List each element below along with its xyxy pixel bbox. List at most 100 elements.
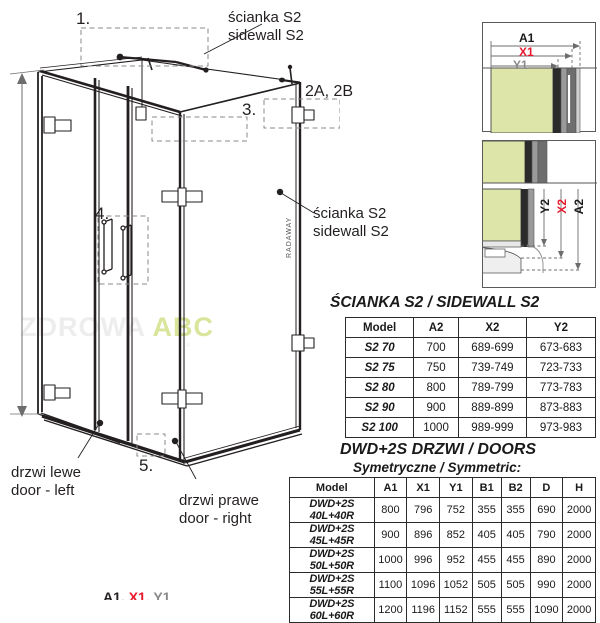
- detail-top-dim-a1: A1: [519, 31, 535, 45]
- cell-b1: 355: [471, 497, 502, 523]
- table-row: S2 90 900 889-899 873-883: [344, 397, 597, 418]
- cell-b2: 355: [500, 497, 531, 523]
- cell-a1: 1100: [373, 572, 408, 598]
- cell-model: DWD+2S 45L+45R: [289, 522, 375, 548]
- cell-model: DWD+2S 50L+50R: [289, 547, 375, 573]
- cell-b1: 555: [471, 597, 502, 623]
- table-header-row: Model A2 X2 Y2: [344, 317, 597, 338]
- specification-sheet: ZDROWA ABC s: [9, 9, 597, 623]
- th-x2: X2: [457, 317, 527, 338]
- cell-b2: 455: [500, 547, 531, 573]
- cell-model: S2 90: [344, 397, 415, 418]
- cell-y2: 973-983: [525, 417, 597, 438]
- table-header-row: Model A1 X1 Y1 B1 B2 D H: [289, 477, 596, 498]
- label-door-right-pl: drzwi prawe: [179, 492, 260, 509]
- cell-model: S2 75: [344, 357, 415, 378]
- cell-x1: 996: [406, 547, 440, 573]
- cell-x2: 689-699: [457, 337, 527, 358]
- label-sidewall-right-en: sidewall S2: [313, 223, 389, 240]
- cell-x2: 739-749: [457, 357, 527, 378]
- cell-d: 790: [529, 522, 564, 548]
- doors-spec-table: Model A1 X1 Y1 B1 B2 D H DWD+2S 40L+40R …: [289, 477, 596, 623]
- cell-x1: 1196: [406, 597, 440, 623]
- detail-view-bottom-y2x2a2: Y2 X2 A2: [472, 140, 597, 288]
- callout-5: 5.: [139, 456, 154, 475]
- th-a1: A1: [373, 477, 408, 498]
- cell-y1: 1052: [439, 572, 473, 598]
- cell-model: S2 100: [344, 417, 415, 438]
- label-door-left-pl: drzwi lewe: [11, 464, 82, 481]
- label-door-left-en: door - left: [11, 482, 75, 499]
- cell-a2: 900: [413, 397, 459, 418]
- detail-bottom-dim-y2: Y2: [538, 199, 552, 214]
- table-row: S2 80 800 789-799 773-783: [344, 377, 597, 398]
- sidewall-spec-table: Model A2 X2 Y2 S2 70 700 689-699 673-683…: [344, 317, 597, 438]
- doors-table-title: DWD+2S DRZWI / DOORS: [340, 441, 537, 458]
- cell-x2: 889-899: [457, 397, 527, 418]
- cell-model: DWD+2S 40L+40R: [289, 497, 375, 523]
- th-model: Model: [344, 317, 415, 338]
- th-h: H: [562, 477, 596, 498]
- table-row: DWD+2S 40L+40R 800 796 752 355 355 690 2…: [289, 497, 596, 523]
- detail-bottom-dim-a2: A2: [572, 199, 586, 215]
- cell-x2: 989-999: [457, 417, 527, 438]
- cell-b1: 405: [471, 522, 502, 548]
- cell-h: 2000: [562, 497, 596, 523]
- cell-h: 2000: [562, 597, 596, 623]
- cell-a2: 800: [413, 377, 459, 398]
- cell-d: 890: [529, 547, 564, 573]
- cell-y2: 873-883: [525, 397, 597, 418]
- table-row: S2 75 750 739-749 723-733: [344, 357, 597, 378]
- bottom-cut-dimension-text: A1, X1, Y1: [103, 589, 171, 600]
- sidewall-table-title: ŚCIANKA S2 / SIDEWALL S2: [330, 294, 540, 311]
- th-model: Model: [289, 477, 375, 498]
- cell-h: 2000: [562, 522, 596, 548]
- table-row: DWD+2S 60L+60R 1200 1196 1152 555 555 10…: [289, 597, 596, 623]
- cell-h: 2000: [562, 547, 596, 573]
- cell-model: S2 80: [344, 377, 415, 398]
- cell-b1: 505: [471, 572, 502, 598]
- callout-3: 3.: [242, 100, 257, 119]
- cell-a1: 1000: [373, 547, 408, 573]
- watermark-sub: s: [186, 340, 190, 349]
- detail-top-dim-x1: X1: [519, 45, 534, 59]
- cell-b2: 555: [500, 597, 531, 623]
- detail-bottom-svg: [472, 140, 597, 274]
- table-row: DWD+2S 55L+55R 1100 1096 1052 505 505 99…: [289, 572, 596, 598]
- cell-a1: 800: [373, 497, 408, 523]
- cell-d: 690: [529, 497, 564, 523]
- th-d: D: [529, 477, 564, 498]
- cell-y1: 852: [439, 522, 473, 548]
- th-b2: B2: [500, 477, 531, 498]
- cell-y2: 773-783: [525, 377, 597, 398]
- cell-x1: 796: [406, 497, 440, 523]
- cell-y1: 952: [439, 547, 473, 573]
- cell-b1: 455: [471, 547, 502, 573]
- cell-model: S2 70: [344, 337, 415, 358]
- cell-y1: 752: [439, 497, 473, 523]
- label-sidewall-top-en: sidewall S2: [228, 27, 304, 44]
- cell-b2: 505: [500, 572, 531, 598]
- cell-h: 2000: [562, 572, 596, 598]
- callout-2a2b: 2A, 2B: [305, 83, 354, 100]
- cell-model: DWD+2S 60L+60R: [289, 597, 375, 623]
- callout-4: 4.: [95, 204, 110, 223]
- cell-d: 990: [529, 572, 564, 598]
- cell-y2: 723-733: [525, 357, 597, 378]
- cell-a1: 1200: [373, 597, 408, 623]
- svg-text:RADAWAY: RADAWAY: [286, 217, 293, 258]
- th-x1: X1: [406, 477, 440, 498]
- table-row: DWD+2S 45L+45R 900 896 852 405 405 790 2…: [289, 522, 596, 548]
- table-row: S2 70 700 689-699 673-683: [344, 337, 597, 358]
- table-row: S2 100 1000 989-999 973-983: [344, 417, 597, 438]
- label-sidewall-top-pl: ścianka S2: [228, 9, 302, 26]
- cell-model: DWD+2S 55L+55R: [289, 572, 375, 598]
- detail-top-svg: [483, 41, 597, 134]
- callout-1: 1.: [76, 9, 91, 28]
- cell-x2: 789-799: [457, 377, 527, 398]
- cell-a2: 700: [413, 337, 459, 358]
- detail-bottom-dim-x2: X2: [555, 199, 569, 214]
- cell-d: 1090: [529, 597, 564, 623]
- label-sidewall-right-pl: ścianka S2: [313, 205, 387, 222]
- label-door-right-en: door - right: [179, 510, 252, 527]
